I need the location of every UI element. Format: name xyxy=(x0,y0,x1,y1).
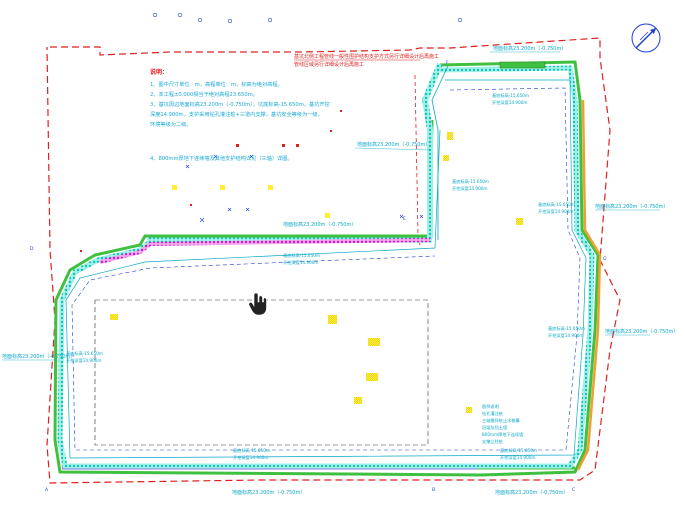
legend-item-1: 钻孔灌注桩 xyxy=(482,410,503,417)
grid-circles xyxy=(152,12,463,24)
notes-title: 说明： xyxy=(150,68,168,76)
legend-item-2: 三轴搅拌桩止水帷幕 xyxy=(482,417,521,424)
legend-item-3: 冠梁及挡土墙 xyxy=(482,424,507,431)
yellow-marker xyxy=(325,213,330,218)
north-arrow-icon xyxy=(631,23,661,53)
label-pit-bottom-right: 基底标高-15.650m xyxy=(548,325,585,332)
pit-inner-outline xyxy=(65,79,587,459)
label-depth-west: 开挖深度14.900m xyxy=(66,357,101,364)
ne-pile-column xyxy=(421,62,443,238)
yellow-marker xyxy=(368,338,380,346)
top-annotation-line1: 基坑北侧工程管线一般性围护结构支护方式另行详细设计后再施工 xyxy=(294,53,439,60)
scatter-marks xyxy=(185,154,424,223)
legend: 图例说明 钻孔灌注桩 三轴搅拌桩止水帷幕 冠梁及挡土墙 800mm厚地下连续墙 … xyxy=(482,403,523,445)
grid-mark-d: D xyxy=(30,246,34,252)
top-strip xyxy=(499,61,546,69)
label-pit-bottom-notch: 基底标高-15.650m xyxy=(452,178,489,185)
label-pit-bottom-se: 基底标高-15.650m xyxy=(500,447,537,454)
pit-dashed-inner xyxy=(71,87,581,451)
label-pit-bottom-east: 基底标高-15.650m xyxy=(538,201,575,208)
label-left-ground: 地面标高23.200m（-0.750m） xyxy=(2,353,75,360)
ne-pile-column-edge xyxy=(431,65,449,240)
label-bottom-ground: 地面标高23.200m（-0.750m） xyxy=(232,489,305,496)
yellow-marker xyxy=(220,185,225,190)
legend-title: 图例说明 xyxy=(482,403,499,410)
pile-row-outline xyxy=(57,65,595,469)
label-pit-bottom-ne: 基底标高-15.650m xyxy=(492,92,529,99)
yellow-marker xyxy=(110,314,118,320)
notes-line-6: 4、800mm厚地下连续墙及其他支护结构详见（三轴）详图。 xyxy=(150,154,293,162)
label-right-ground-upper: 地面标高23.200m（-0.750m） xyxy=(595,203,668,210)
label-depth-south: 开挖深度14.900m xyxy=(233,454,268,461)
label-depth-se: 开挖深度14.900m xyxy=(500,454,535,461)
label-middle-ground-left: 地面标高23.200m（-0.750m） xyxy=(357,141,430,148)
grid-mark-f: F xyxy=(446,60,449,66)
leader-line xyxy=(354,147,431,151)
pit-orange-band xyxy=(576,99,602,471)
red-scatter-marks xyxy=(80,110,342,252)
label-pit-bottom-south: 基底标高-15.650m xyxy=(233,447,270,454)
label-bottom-ground-right: 地面标高23.200m（-0.750m） xyxy=(495,489,568,496)
label-depth-notch: 开挖深度14.900m xyxy=(452,185,487,192)
site-boundary-line xyxy=(46,37,621,484)
notes-line-5: 环境等级为二级。 xyxy=(150,120,192,128)
label-depth-east: 开挖深度14.900m xyxy=(538,208,573,215)
grid-mark-b: B xyxy=(432,487,435,493)
yellow-marker xyxy=(443,155,449,161)
notes-line-1: 1、图中尺寸单位：m，高程单位：m，标高为绝对高程。 xyxy=(150,80,283,88)
yellow-marker xyxy=(466,407,472,413)
hand-cursor-icon xyxy=(248,292,267,316)
grid-mark-c: C xyxy=(572,487,575,493)
label-pit-bottom-middle: 基底标高-15.650m xyxy=(283,252,320,259)
grid-mark-a: A xyxy=(45,487,49,493)
legend-item-5: 支撑立柱桩 xyxy=(482,438,503,445)
label-right-ground-lower: 地面标高23.200m（-0.750m） xyxy=(605,328,678,335)
notes-line-4: 深度14.900m，支护采用钻孔灌注桩+三道内支撑，基坑安全等级为一级， xyxy=(150,110,323,118)
top-annotation-line2: 管线区域另行详细设计后再施工 xyxy=(294,61,364,68)
yellow-marker-group xyxy=(110,132,523,413)
pit-green-band xyxy=(53,60,600,477)
grid-mark-g: G xyxy=(603,256,607,262)
yellow-marker xyxy=(447,132,453,140)
yellow-marker xyxy=(354,397,362,404)
label-step-ground: 地面标高23.200m（-0.750m） xyxy=(283,221,356,228)
yellow-marker xyxy=(366,373,378,381)
label-depth-ne: 开挖深度14.900m xyxy=(492,99,527,106)
yellow-marker xyxy=(268,185,273,190)
label-pit-bottom-west: 基底标高-15.650m xyxy=(66,350,103,357)
label-top-ground: 地面标高23.200m（-0.750m） xyxy=(493,45,566,52)
yellow-marker xyxy=(328,315,337,324)
notes-line-3: 3、基坑周边地面标高23.200m（-0.750m），坑底标高-15.650m，… xyxy=(150,100,330,108)
notch-boundary-line xyxy=(414,74,421,246)
yellow-marker xyxy=(516,218,523,225)
diaphragm-wall-segment xyxy=(99,238,431,264)
label-depth-right: 开挖深度14.900m xyxy=(548,332,583,339)
label-depth-middle: 开挖深度14.900m xyxy=(283,259,318,266)
yellow-marker xyxy=(172,185,177,190)
notes-line-2: 2、本工程±0.000相当于绝对高程23.650m。 xyxy=(150,90,258,98)
central-dashed-rect xyxy=(94,299,429,446)
grid-mark-e: E xyxy=(403,216,406,222)
legend-item-4: 800mm厚地下连续墙 xyxy=(482,431,523,438)
